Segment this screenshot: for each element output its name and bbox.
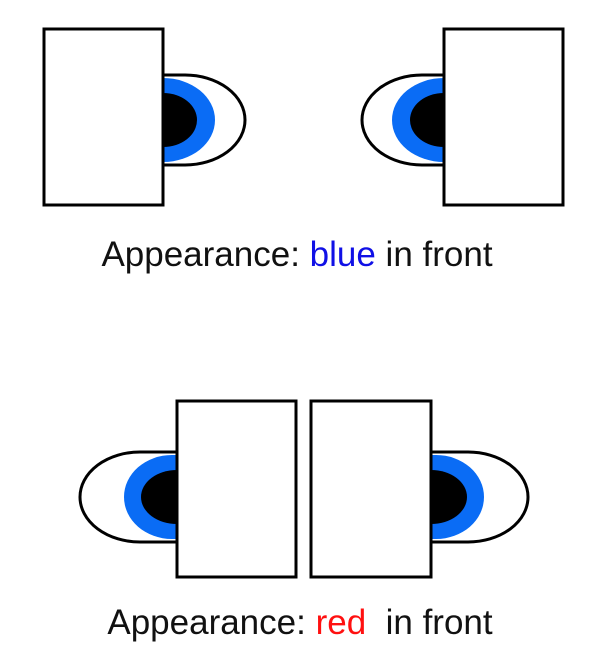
pupil xyxy=(431,470,467,524)
right-eye-top xyxy=(360,73,446,167)
caption-prefix: Appearance: xyxy=(101,235,309,274)
pupil xyxy=(163,93,197,147)
bottom-caption: Appearance: red in front xyxy=(107,603,493,642)
caption-highlight-red: red xyxy=(316,603,367,642)
caption-highlight-blue: blue xyxy=(310,235,376,274)
bottom-panel: Appearance: red in front xyxy=(78,399,530,642)
caption-prefix: Appearance: xyxy=(107,603,315,642)
left-eye-bottom xyxy=(78,450,179,544)
right-card-top xyxy=(442,27,565,207)
pupil xyxy=(141,470,177,524)
left-card-bottom xyxy=(175,399,298,579)
caption-suffix: in front xyxy=(376,235,493,274)
caption-suffix: in front xyxy=(366,603,493,642)
pupil xyxy=(410,93,444,147)
right-card-bottom xyxy=(309,399,433,579)
top-caption: Appearance: blue in front xyxy=(101,235,492,274)
right-eye-bottom xyxy=(429,450,530,544)
top-panel: Appearance: blue in front xyxy=(42,27,565,274)
left-eye-top xyxy=(161,73,247,167)
left-card-top xyxy=(42,27,165,207)
